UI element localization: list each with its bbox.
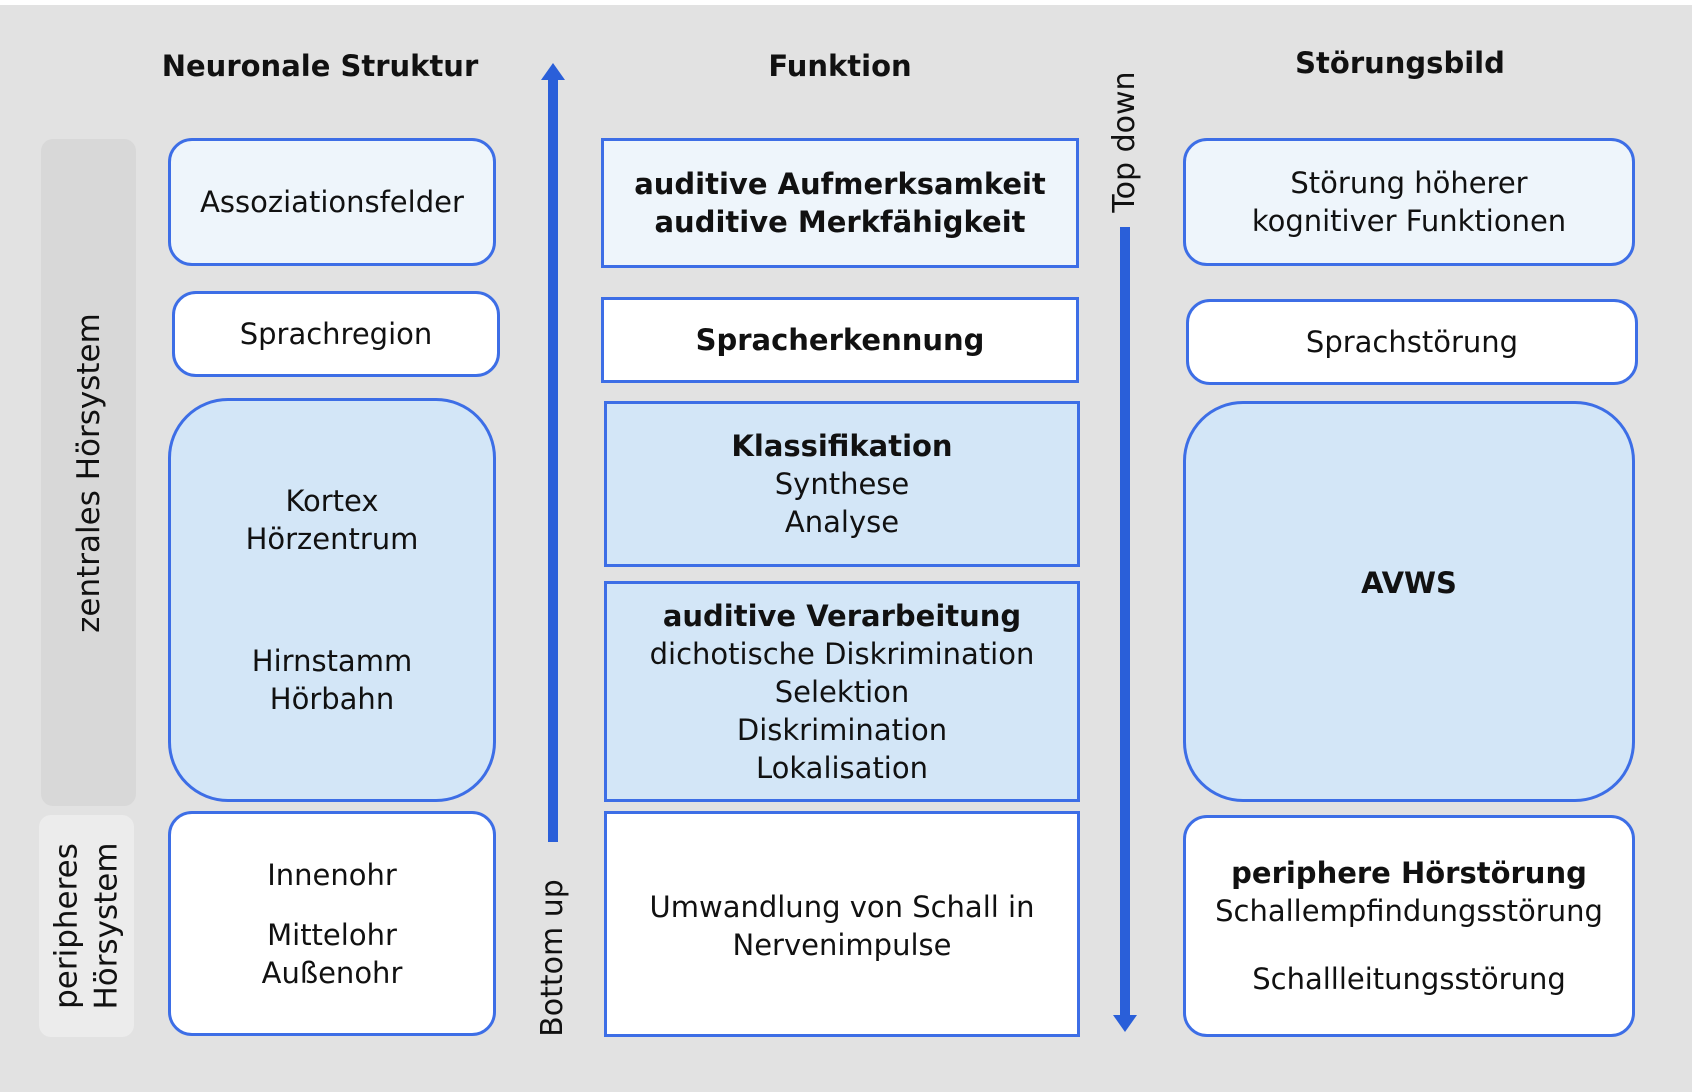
structure-cortex-brainstem: Kortex Hörzentrum Hirnstamm Hörbahn [168,398,496,802]
diagram-canvas: Neuronale Struktur Funktion Störungsbild… [0,5,1692,1092]
function-speech-recognition: Spracherkennung [601,297,1079,383]
disorder-avws: AVWS [1183,401,1635,802]
bottom-up-arrow-shaft [548,75,558,842]
structure-language-region: Sprachregion [172,291,500,377]
disorder-peripheral-hearing: periphere Hörstörung Schallempfindungsst… [1183,815,1635,1037]
side-label-central-system: zentrales Hörsystem [41,139,136,806]
arrows-layer [541,63,1137,1032]
header-funktion: Funktion [768,49,912,83]
header-stoerungsbild: Störungsbild [1295,46,1505,80]
side-label-peripheral-system: peripheres Hörsystem [39,815,134,1037]
top-down-arrow-head [1113,1015,1137,1032]
structure-association-fields: Assoziationsfelder [168,138,496,266]
function-attention-memory: auditive Aufmerksamkeit auditive Merkfäh… [601,138,1079,268]
top-down-arrow-shaft [1120,227,1130,1019]
function-sound-conversion: Umwandlung von Schall in Nervenimpulse [604,811,1080,1037]
function-auditory-processing: auditive Verarbeitung dichotische Diskri… [604,581,1080,802]
bottom-up-arrow-head [541,63,565,80]
header-neuronale-struktur: Neuronale Struktur [161,49,479,83]
disorder-speech: Sprachstörung [1186,299,1638,385]
structure-ear: Innenohr Mittelohr Außenohr [168,811,496,1036]
disorder-higher-cognitive: Störung höherer kognitiver Funktionen [1183,138,1635,266]
function-classification: Klassifikation Synthese Analyse [604,401,1080,567]
